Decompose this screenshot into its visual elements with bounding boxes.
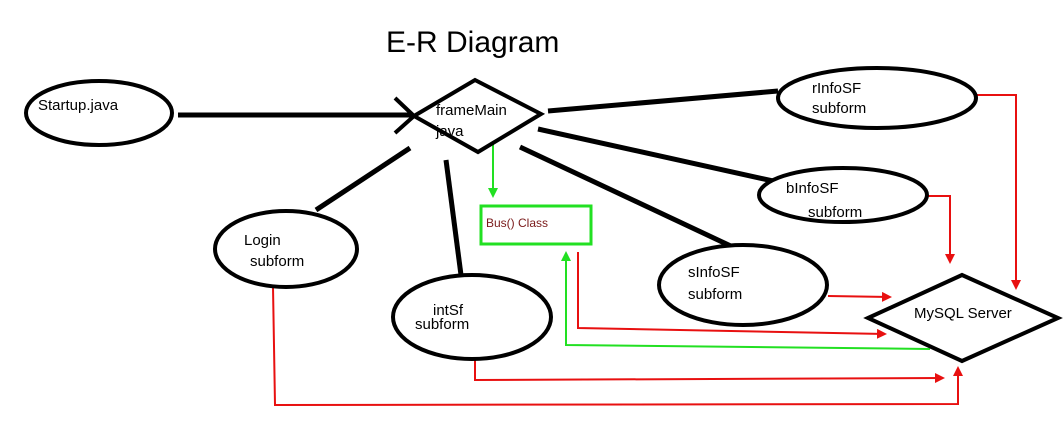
node-login-line1: Login [244,232,281,249]
node-binfosf: bInfoSF subform [757,166,929,224]
node-intsf-line1: intSf [433,302,464,319]
node-sinfosf-line1: sInfoSF [688,264,740,281]
node-framemain-line2: java [435,123,464,140]
node-startup-label: Startup.java [38,97,119,114]
edge-arrowhead-upper [393,96,416,118]
node-rinfosf-line2: subform [812,100,866,117]
edge-arrowhead-lower [393,114,416,135]
edge-binfosf-mysql [928,195,955,264]
node-rinfosf: rInfoSF subform [776,66,978,130]
node-intsf-line2: subform [415,316,469,333]
node-sinfosf-line2: subform [688,286,742,303]
node-sinfosf: sInfoSF subform [657,243,829,327]
edge-intsf-mysql [474,358,945,384]
node-login: Login subform [213,209,359,289]
edge-framemain-login [314,145,412,213]
node-login-line2: subform [250,253,304,270]
node-framemain: frameMain java [409,77,546,155]
edge-framemain-intsf [443,159,464,276]
node-startup: Startup.java [24,79,174,147]
node-rinfosf-line1: rInfoSF [812,80,861,97]
node-framemain-line1: frameMain [436,102,507,119]
diagram-title: E-R Diagram [386,26,559,59]
edge-rinfosf-mysql [976,94,1021,290]
node-binfosf-line1: bInfoSF [786,180,839,197]
edge-framemain-rinfosf [547,88,779,114]
edge-sinfosf-mysql [827,291,892,302]
edge-mysql-bus [561,251,931,350]
node-binfosf-line2: subform [808,204,862,221]
node-intsf: intSf subform [391,273,553,361]
edge-bus-mysql [577,252,887,339]
node-bus-label: Bus() Class [486,216,548,230]
node-mysql-label: MySQL Server [914,305,1012,322]
edge-framemain-sinfosf [518,144,737,251]
node-bus-class: Bus() Class [479,204,593,246]
edge-login-mysql [272,286,963,407]
node-mysql-server: MySQL Server [863,272,1063,364]
edge-framemain-binfosf [537,126,774,184]
